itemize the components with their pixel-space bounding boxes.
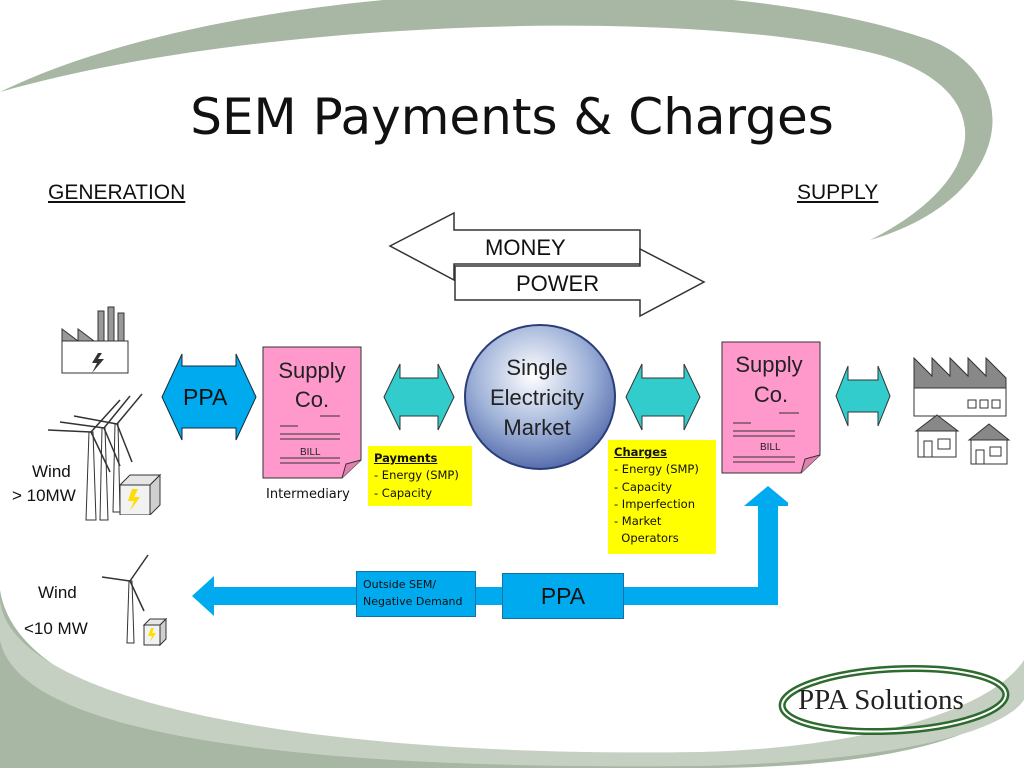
- market-line1: Single: [506, 355, 568, 380]
- charges-item: - Market: [614, 514, 662, 528]
- charges-item: - Capacity: [614, 479, 673, 494]
- wind-turbine-icon: [47, 393, 143, 521]
- industrial-consumer-icon: [913, 356, 1007, 417]
- wind-small-line1: Wind: [38, 583, 77, 602]
- outside-sem-box: Outside SEM/ Negative Demand: [356, 571, 476, 617]
- market-circle: [464, 324, 616, 470]
- ppa-double-arrow-left[interactable]: [160, 352, 258, 442]
- outside-sem-line2: Negative Demand: [363, 594, 463, 608]
- market-line3: Market: [503, 415, 571, 440]
- money-label: MONEY: [485, 235, 566, 260]
- supply-co-right-line2: Co.: [753, 382, 789, 407]
- wind-small-line2: <10 MW: [24, 619, 88, 638]
- market-line2: Electricity: [489, 385, 585, 410]
- ppa-solutions-logo-ring: [778, 664, 1010, 736]
- logo-text: PPA Solutions: [798, 684, 964, 716]
- bottom-ppa-label: PPA: [540, 583, 586, 609]
- outside-sem-line1: Outside SEM/: [363, 578, 437, 591]
- bill-label-right: BILL: [760, 442, 781, 453]
- charges-item: - Imperfection: [614, 496, 695, 511]
- bottom-ppa-box: PPA: [502, 573, 624, 619]
- teal-double-arrow-far-right: [835, 365, 891, 427]
- small-wind-turbine-icon: [101, 554, 168, 647]
- supply-co-left-line2: Co.: [294, 387, 330, 412]
- supply-co-right-document: [721, 341, 821, 474]
- ppa-left-label: PPA: [183, 384, 228, 410]
- payments-note: Payments - Energy (SMP) - Capacity: [368, 446, 472, 506]
- generation-heading: GENERATION: [48, 181, 186, 204]
- teal-double-arrow-left: [383, 363, 455, 431]
- charges-note: Charges - Energy (SMP) - Capacity - Impe…: [608, 440, 716, 554]
- teal-double-arrow-right: [625, 363, 701, 431]
- substation-icon: [118, 473, 162, 515]
- bottom-ppa-arrow: [192, 486, 788, 616]
- page-title: SEM Payments & Charges: [190, 88, 834, 146]
- house-icon: [914, 414, 960, 458]
- supply-co-right-line1: Supply: [735, 352, 803, 377]
- supply-co-left-document: [262, 346, 362, 479]
- money-arrow: [388, 211, 641, 282]
- bill-label-left: BILL: [300, 447, 321, 458]
- wind-large-line2: > 10MW: [12, 486, 76, 505]
- payments-item: - Energy (SMP): [374, 468, 459, 483]
- payments-item: - Capacity: [374, 485, 433, 500]
- power-label: POWER: [516, 271, 600, 296]
- supply-co-left-line1: Supply: [278, 358, 346, 383]
- house-icon: [967, 423, 1011, 465]
- power-arrow: [454, 247, 706, 318]
- charges-heading: Charges: [614, 445, 667, 459]
- charges-item: - Energy (SMP): [614, 462, 699, 477]
- payments-heading: Payments: [374, 451, 438, 465]
- wind-large-line1: Wind: [32, 462, 71, 481]
- charges-item: Operators: [614, 531, 679, 546]
- supply-heading: SUPPLY: [797, 181, 879, 204]
- intermediary-label: Intermediary: [266, 487, 350, 502]
- power-plant-icon: [61, 306, 129, 374]
